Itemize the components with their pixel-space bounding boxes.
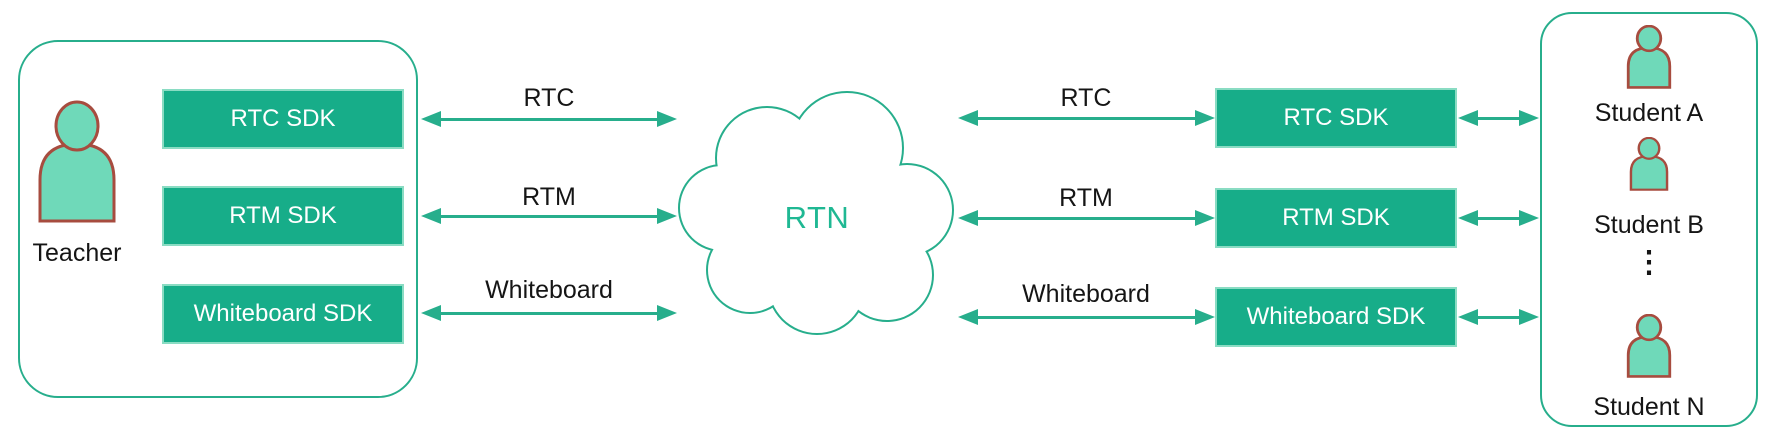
teacher-rtm-sdk-box: RTM SDK	[162, 186, 404, 246]
arrow-left-icon	[1458, 110, 1478, 126]
teacher-whiteboard-arrow	[421, 304, 677, 322]
student-side-whiteboard-arrow	[958, 308, 1215, 326]
arrow-right-icon	[657, 305, 677, 321]
arrow-left-icon	[958, 309, 978, 325]
arrow-right-icon	[657, 111, 677, 127]
arrow-left-icon	[1458, 210, 1478, 226]
teacher-whiteboard-sdk-box: Whiteboard SDK	[162, 284, 404, 344]
teacher-label: Teacher	[32, 239, 122, 267]
teacher-rtm-link-label: RTM	[522, 183, 576, 211]
arrow-right-icon	[1519, 309, 1539, 325]
teacher-rtm-arrow	[421, 207, 677, 225]
students-rtm-arrow	[1458, 209, 1539, 227]
teacher-rtc-link-label: RTC	[523, 84, 575, 112]
teacher-whiteboard-link-label: Whiteboard	[485, 276, 613, 304]
arrow-right-icon	[1195, 110, 1215, 126]
students-ellipsis: ⋮	[1634, 246, 1664, 279]
teacher-rtc-arrow	[421, 110, 677, 128]
student-b-person-icon	[1629, 137, 1669, 191]
arrow-right-icon	[1519, 210, 1539, 226]
students-rtc-arrow	[1458, 109, 1539, 127]
student-side-whiteboard-link-label: Whiteboard	[1022, 280, 1150, 308]
student-n-label: Student N	[1593, 393, 1705, 421]
student-a-label: Student A	[1594, 99, 1704, 127]
teacher-person-icon	[38, 100, 116, 223]
student-side-rtc-arrow	[958, 109, 1215, 127]
arrow-left-icon	[421, 111, 441, 127]
arrow-right-icon	[657, 208, 677, 224]
arrow-right-icon	[1195, 309, 1215, 325]
student-side-rtc-link-label: RTC	[1060, 84, 1112, 112]
student-n-person-icon	[1626, 314, 1672, 378]
arrow-left-icon	[958, 110, 978, 126]
teacher-rtc-sdk-box: RTC SDK	[162, 89, 404, 149]
student-whiteboard-sdk-box: Whiteboard SDK	[1215, 287, 1457, 347]
student-rtm-sdk-box: RTM SDK	[1215, 188, 1457, 248]
student-side-rtm-arrow	[958, 209, 1215, 227]
arrow-left-icon	[421, 305, 441, 321]
student-side-rtm-link-label: RTM	[1059, 184, 1113, 212]
student-b-label: Student B	[1594, 211, 1704, 239]
arrow-right-icon	[1519, 110, 1539, 126]
students-whiteboard-arrow	[1458, 308, 1539, 326]
arrow-left-icon	[421, 208, 441, 224]
student-a-person-icon	[1626, 25, 1672, 89]
rtn-cloud-icon	[678, 91, 954, 335]
rtn-label: RTN	[784, 200, 850, 235]
arrow-right-icon	[1195, 210, 1215, 226]
student-rtc-sdk-box: RTC SDK	[1215, 88, 1457, 148]
arrow-left-icon	[1458, 309, 1478, 325]
arrow-left-icon	[958, 210, 978, 226]
